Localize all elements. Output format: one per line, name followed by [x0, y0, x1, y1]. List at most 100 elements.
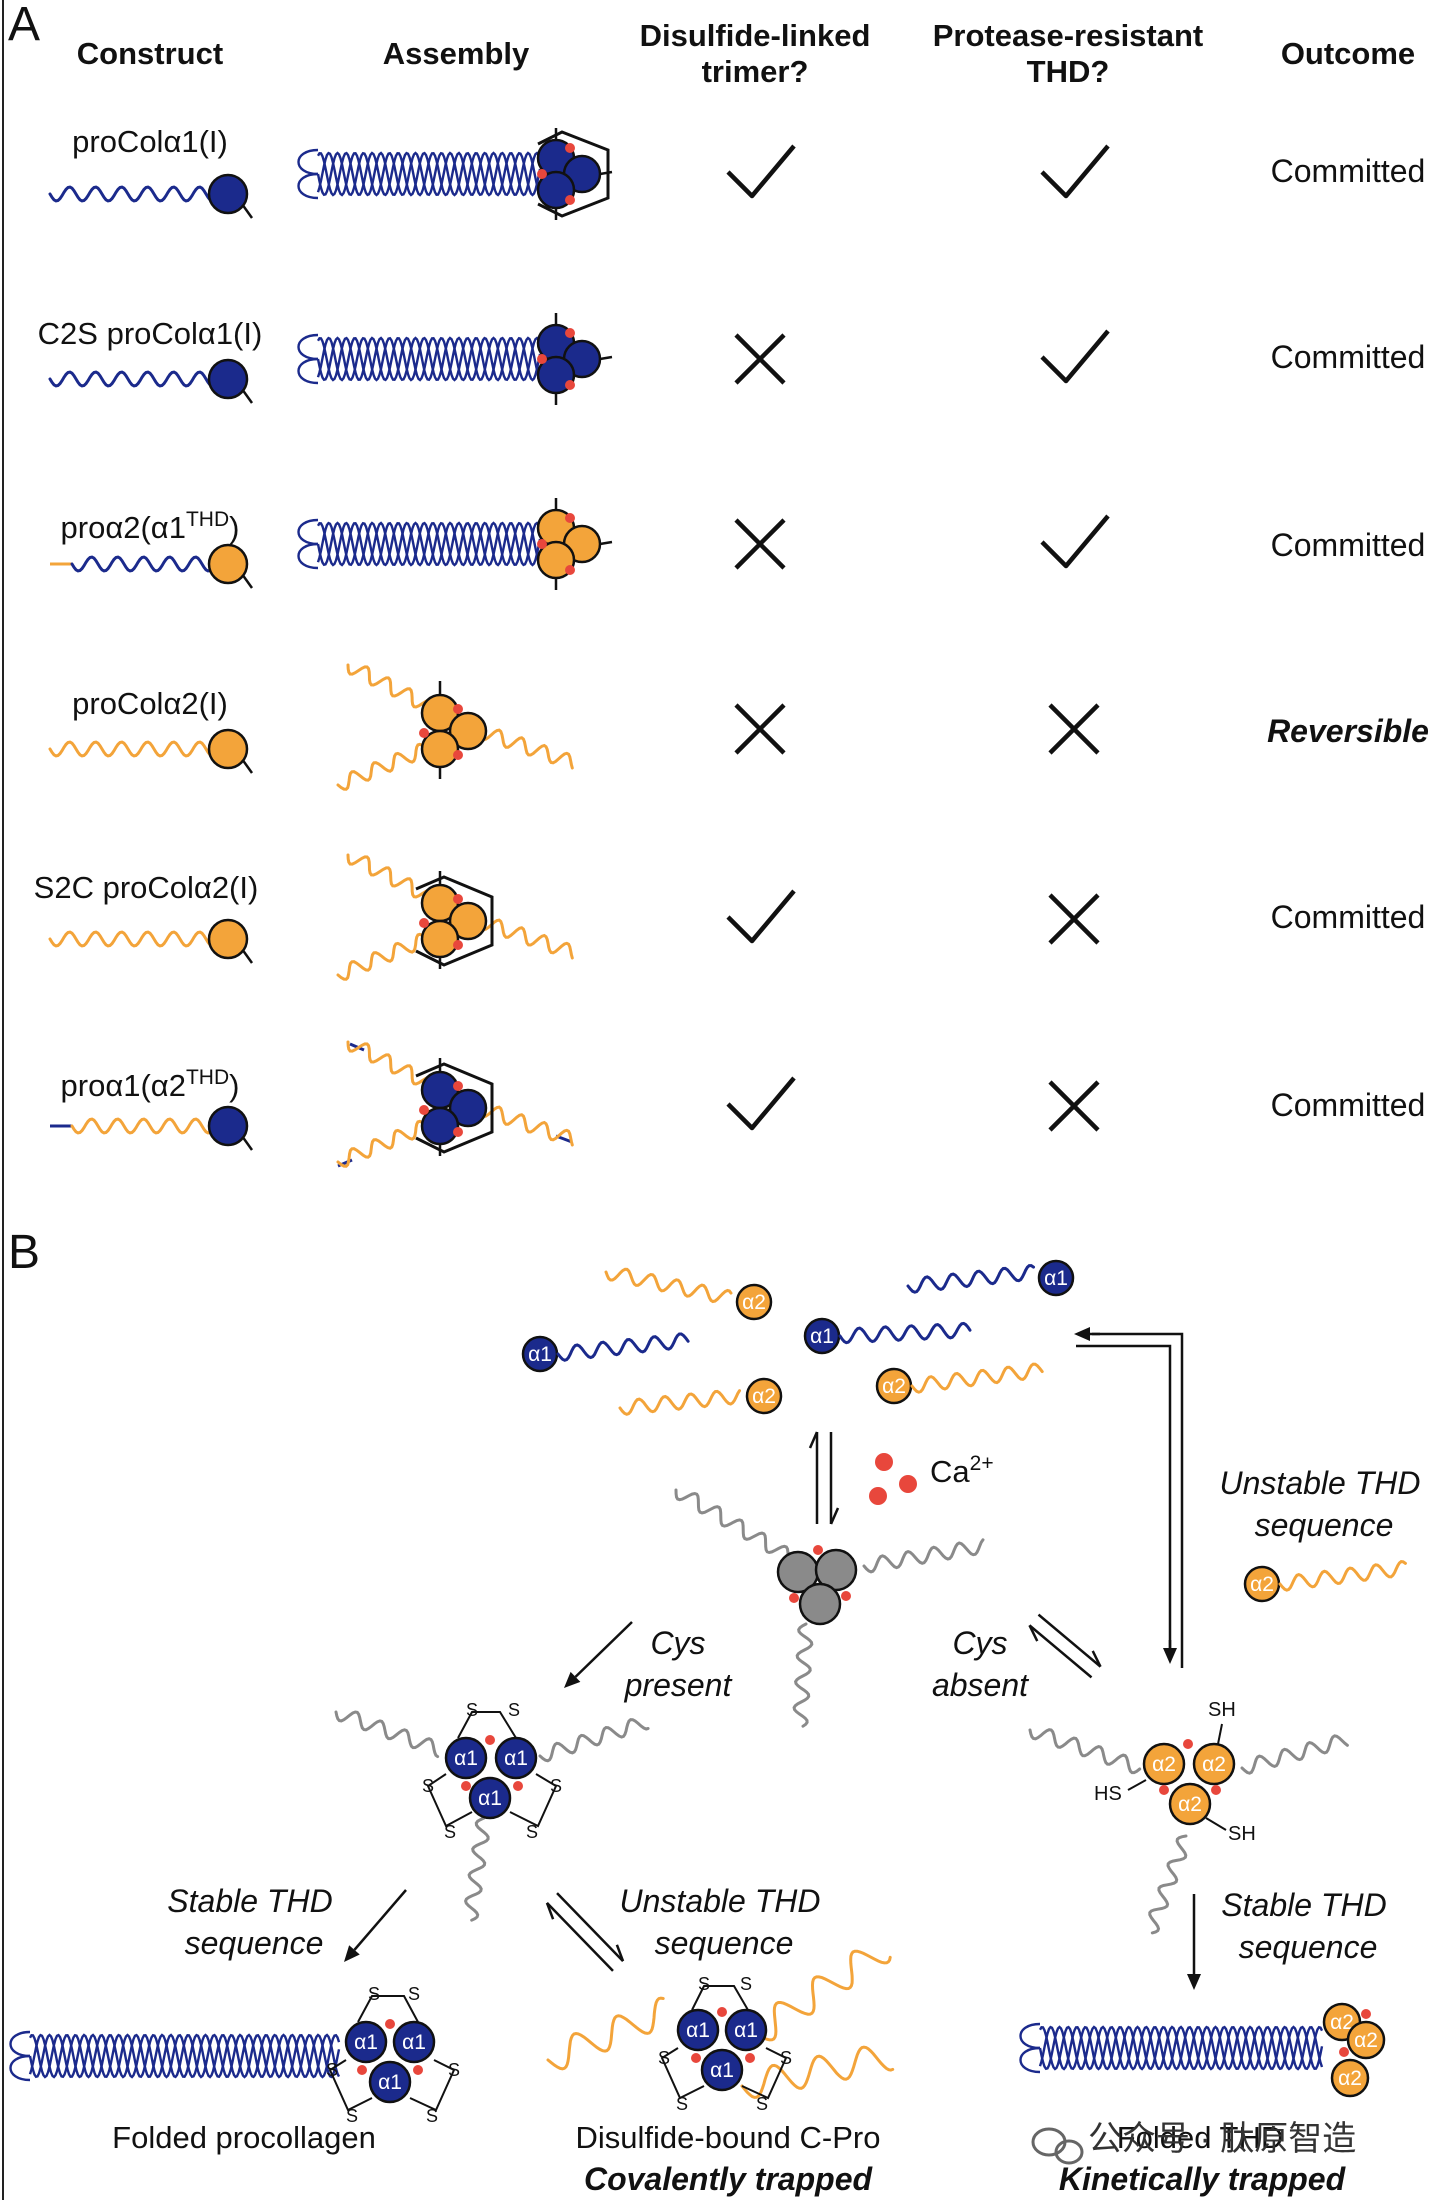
return-line	[1092, 1332, 1184, 1668]
equilibrium-arrow	[1028, 1624, 1093, 1679]
chain-wave	[334, 1710, 440, 1759]
disulfide-bound-label: Disulfide-bound C-Pro	[576, 2120, 881, 2155]
calcium-ion	[1361, 2009, 1371, 2019]
chain-label: α2	[742, 1291, 766, 1314]
answer-marks	[726, 144, 1110, 1132]
triple-helix-strand	[1038, 2025, 1324, 2071]
calcium-ion	[357, 2065, 367, 2075]
unstable-alpha2-chain: α2	[1243, 1560, 1407, 1603]
disulfide-bond	[509, 1773, 558, 1828]
arrow-head	[1187, 1974, 1201, 1990]
disulfide-bond	[328, 2059, 373, 2112]
alpha1-subunit	[392, 2020, 436, 2064]
check-mark	[726, 1076, 796, 1131]
helix-end-loop	[297, 148, 319, 176]
chain-wave	[478, 918, 574, 960]
watermark-text: 公众号 · 肽原智造	[1088, 2120, 1356, 2158]
watermark: 公众号 · 肽原智造	[1031, 2120, 1356, 2165]
alpha1-subunit	[700, 2048, 744, 2092]
triple-helix-strand	[28, 2033, 341, 2079]
outcome-3: Committed	[1271, 527, 1426, 563]
arrow-shaft	[574, 1621, 633, 1678]
chain-wave	[1148, 1834, 1188, 1935]
chain-wave	[754, 1949, 892, 2042]
chain-wave	[464, 1816, 490, 1922]
calcium-ion	[513, 1781, 523, 1791]
stable-left-line1: Stable THD	[167, 1883, 332, 1919]
sulfur-label: S	[756, 2094, 768, 2114]
calcium-ion	[461, 1781, 471, 1791]
c-propeptide-domain	[207, 918, 249, 960]
protease-mark-4	[1048, 703, 1100, 755]
chain-label: α1	[810, 1325, 834, 1348]
outcome-6: Committed	[1271, 1087, 1426, 1123]
calcium-ion	[565, 328, 575, 338]
construct-label-4: proColα2(I)	[72, 686, 228, 721]
c-propeptide-domain	[207, 173, 249, 215]
grey-subunit	[798, 1582, 842, 1626]
calcium-ion	[899, 1475, 917, 1493]
chain-wave	[346, 1040, 431, 1086]
chain-label: α2	[1338, 2067, 1362, 2090]
sulfur-label: S	[368, 1984, 380, 2004]
chain-label: α1	[454, 1747, 478, 1770]
thiol-bond	[1127, 1779, 1147, 1791]
unstable-top-line2: sequence	[1255, 1507, 1394, 1543]
propeptide-chain	[48, 740, 212, 758]
return-line-inner	[1076, 1344, 1172, 1650]
chain-wave	[336, 742, 427, 791]
cross-mark	[734, 518, 786, 570]
construct-label-6: proα1(α2THD)	[61, 1066, 240, 1103]
calcium-ion	[841, 1591, 851, 1601]
calcium-ion	[789, 1593, 799, 1603]
protease-mark-1	[1040, 144, 1110, 199]
chain-wave	[1278, 1560, 1407, 1592]
calcium-ion	[717, 2007, 727, 2017]
calcium-ion	[869, 1487, 887, 1505]
unstable-top-line1: Unstable THD	[1220, 1465, 1421, 1501]
calcium-ion	[413, 2065, 423, 2075]
helix-end-loop	[297, 542, 319, 570]
thiol-label-left: HS	[1094, 1783, 1122, 1805]
calcium-ion	[537, 539, 547, 549]
header-assembly: Assembly	[383, 36, 530, 71]
calcium-ion	[565, 513, 575, 523]
check-mark	[1040, 514, 1110, 569]
chain-wave	[618, 1389, 741, 1416]
sulfur-label: S	[740, 1974, 752, 1994]
chain-label: α1	[378, 2071, 402, 2094]
chain-wave	[792, 1622, 814, 1728]
alpha2-chain-head	[745, 1377, 783, 1415]
folded-thd-label: Folded THD	[1117, 2120, 1284, 2155]
chain-wave	[336, 932, 427, 981]
chain-label: α1	[402, 2031, 426, 2054]
construct-icon-4	[48, 728, 254, 774]
chain-wave	[538, 1718, 650, 1763]
helix-end-loop	[297, 172, 319, 200]
chain-label: α2	[1250, 1573, 1274, 1596]
calcium-ion	[1183, 1739, 1193, 1749]
construct-label-2: C2S proColα1(I)	[38, 316, 263, 351]
calcium-ion	[453, 1127, 463, 1137]
alpha2-subunit	[1142, 1742, 1186, 1786]
disulfide-bracket	[537, 130, 610, 218]
equilibrium-arrow	[1037, 1613, 1102, 1668]
alpha2-subunit	[1168, 1782, 1212, 1826]
disulfide-bond	[660, 2047, 705, 2100]
chain-label: α1	[504, 1747, 528, 1770]
check-mark	[1040, 329, 1110, 384]
sulfur-label: S	[676, 2094, 688, 2114]
chain-wave	[910, 1362, 1044, 1394]
chain-wave	[478, 728, 574, 770]
equilibrium-barb	[808, 1431, 819, 1449]
assembly-2	[297, 313, 613, 405]
alpha1-subunit	[724, 2008, 768, 2052]
disulfide-bond	[357, 1995, 419, 2023]
propeptide-chain	[48, 185, 212, 203]
chain-label: α2	[1178, 1793, 1202, 1816]
chain-label: α1	[354, 2031, 378, 2054]
cterm-tail	[599, 355, 613, 361]
